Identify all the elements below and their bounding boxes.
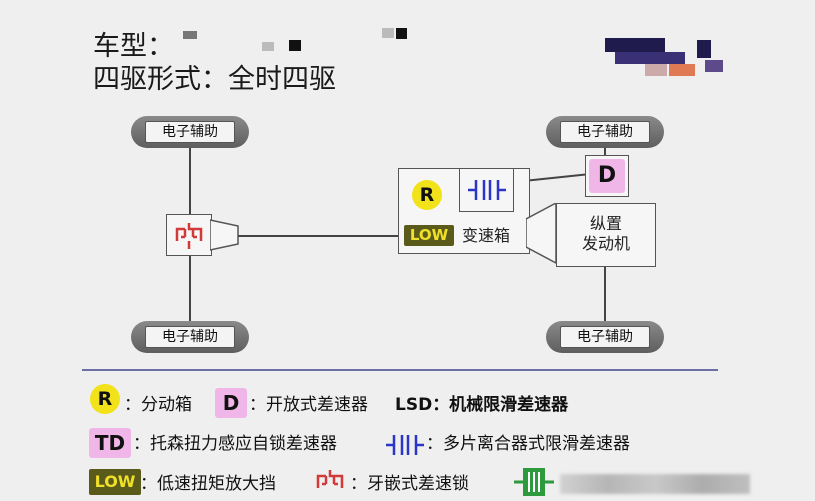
redacted-block [396,28,407,39]
rear-axle-line-upper [604,147,606,155]
redacted-logo [605,38,723,76]
electronic-assist-front-top: 电子辅助 [131,116,249,148]
front-axle-line-lower [189,254,191,326]
legend-lsd-text: LSD：机械限滑差速器 [395,395,569,415]
legend-d-text: ：开放式差速器 [249,395,368,415]
front-dog-clutch-box [166,214,212,256]
legend-low-text: ：低速扭矩放大挡 [140,474,276,494]
legend-multiplate-text: ：多片离合器式限滑差速器 [426,434,630,454]
redacted-block [262,42,274,51]
engine-box: 纵置 发动机 [556,203,656,267]
transfer-case-badge: R [412,180,442,210]
rear-open-diff-badge: D [589,159,625,193]
multiplate-clutch-icon [468,180,506,200]
low-range-badge: LOW [404,225,454,246]
redacted-block [183,31,197,39]
front-output-taper [210,219,239,251]
legend-d-badge: D [215,388,247,418]
legend-multiplate-icon [386,435,424,455]
electronic-assist-front-bottom: 电子辅助 [131,321,249,353]
model-label: 车型： [93,31,174,62]
gearbox-engine-bridge [526,203,557,265]
multiplate-box [459,168,514,212]
legend-r-text: ：分动箱 [124,395,192,415]
legend-low-badge: LOW [89,469,141,495]
redacted-block [289,40,301,51]
front-axle-line-upper [189,147,191,217]
gearbox-label: 变速箱 [462,226,511,245]
electronic-assist-rear-top: 电子辅助 [546,116,664,148]
driveshaft-line [238,235,398,237]
rear-differential-box: D [585,155,629,197]
legend-separator [82,369,718,371]
legend-blurred-text [560,474,750,494]
dog-clutch-icon [175,223,203,249]
redacted-block [382,28,394,38]
legend-green-icon [514,468,554,496]
legend-td-text: ：托森扭力感应自锁差速器 [133,434,337,454]
rear-axle-line-lower [604,267,606,325]
drive-type-label: 四驱形式：全时四驱 [93,64,336,95]
legend-r-badge: R [90,384,120,414]
legend-dog-clutch-text: ：牙嵌式差速锁 [350,474,469,494]
legend-td-badge: TD [89,428,131,458]
legend-dog-clutch-icon [316,470,344,488]
electronic-assist-rear-bottom: 电子辅助 [546,321,664,353]
engine-label: 纵置 发动机 [581,214,630,253]
